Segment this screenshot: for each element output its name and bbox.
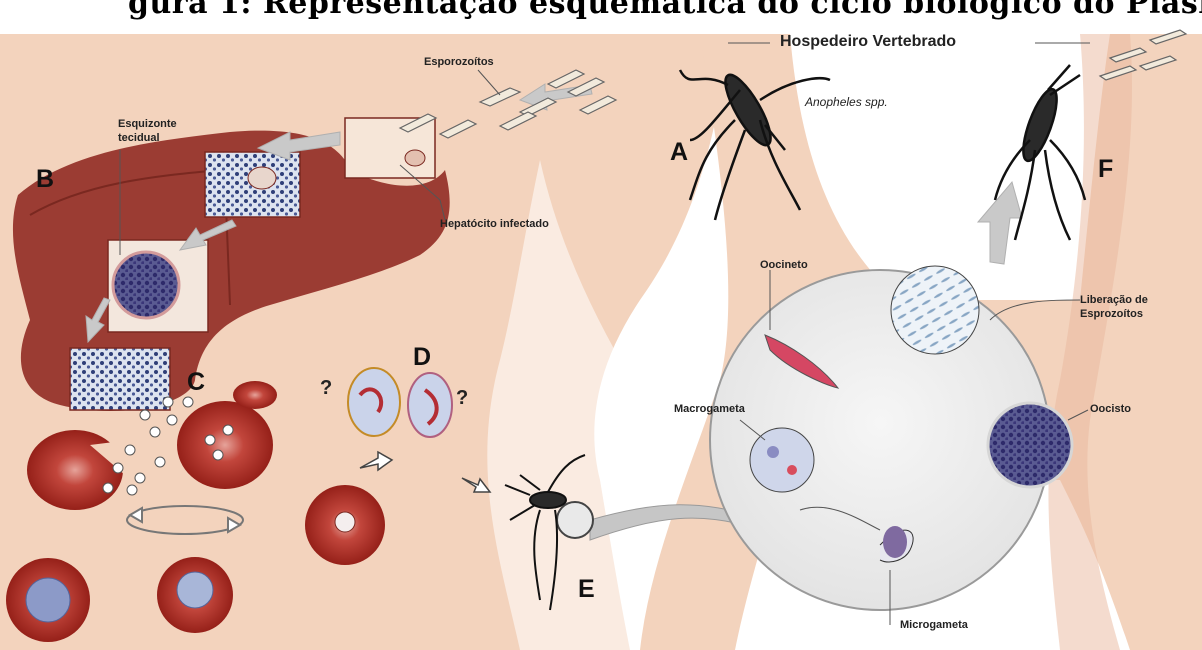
question-mark-left: ? (320, 377, 332, 400)
stage-a-label: A (670, 138, 688, 167)
stage-d-label: D (413, 343, 431, 372)
stage-b-label: B (36, 165, 54, 194)
microgamete-label: Microgameta (900, 618, 968, 632)
sporozoites-label: Esporozoítos (424, 55, 494, 69)
macrogamete-label: Macrogameta (674, 402, 745, 416)
oocyst-label: Oocisto (1090, 402, 1131, 416)
stage-c-label: C (187, 368, 205, 397)
stage-f-label: F (1098, 155, 1113, 184)
tissue-schizont-label-line2: tecidual (118, 131, 160, 145)
infected-hepatocyte-label: Hepatócito infectado (440, 217, 549, 231)
ookinete-label: Oocineto (760, 258, 808, 272)
arrow-to-mosquito-f (978, 182, 1022, 264)
figure-title: gura 1: Representação esquemática do cic… (128, 0, 1202, 21)
tissue-schizont-label-line1: Esquizonte (118, 117, 177, 131)
stage-e-label: E (578, 575, 595, 604)
question-mark-right: ? (456, 387, 468, 410)
host-label: Hospedeiro Vertebrado (780, 33, 956, 51)
release-label-line1: Liberação de (1080, 293, 1148, 307)
release-label-line2: Esprozoítos (1080, 307, 1143, 321)
vector-label: Anopheles spp. (805, 95, 888, 109)
figure-title-container: gura 1: Representação esquemática do cic… (0, 0, 1202, 34)
